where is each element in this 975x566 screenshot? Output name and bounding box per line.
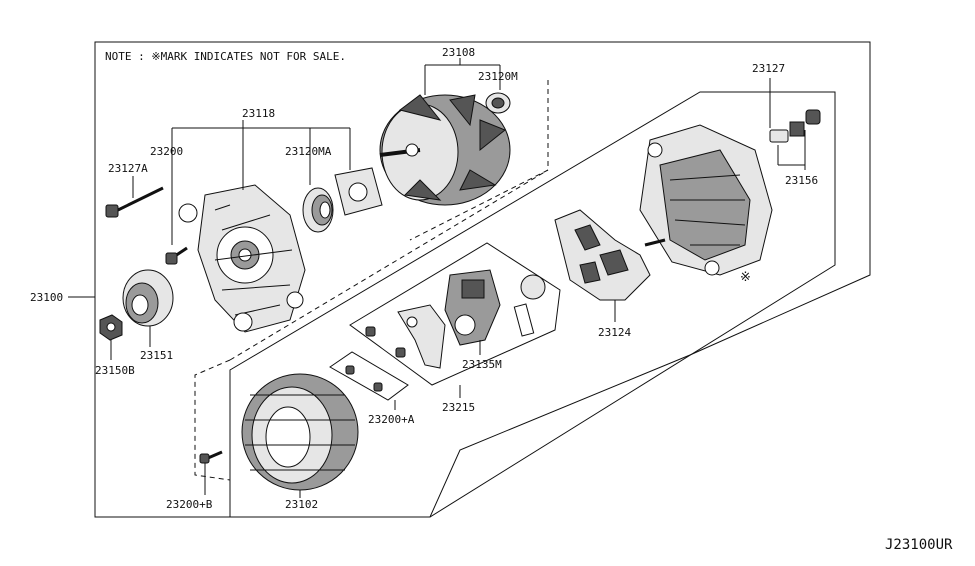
- rectifier-23124: [554, 209, 666, 301]
- rear-assembly-box: [229, 91, 836, 518]
- bolt-23200: [165, 246, 188, 265]
- label-23156: 23156: [785, 174, 818, 187]
- screws-23200a: [345, 365, 383, 392]
- pulley-23151: [122, 269, 174, 327]
- label-23118: 23118: [242, 107, 275, 120]
- leader-lines: [68, 58, 806, 498]
- regulator-23135m: [444, 269, 501, 346]
- label-23127: 23127: [752, 62, 785, 75]
- label-23200: 23200: [150, 145, 183, 158]
- label-23215: 23215: [442, 401, 475, 414]
- long-bolt-23127a: [105, 186, 164, 218]
- brush: [513, 274, 546, 337]
- front-bearing-23120ma: [302, 187, 334, 233]
- not-for-sale-mark: ※: [740, 270, 751, 285]
- label-23200b: 23200+B: [166, 498, 213, 511]
- screw-small-1: [365, 326, 406, 358]
- nut-23150b: [99, 314, 123, 341]
- retainer-plate: [334, 167, 383, 216]
- stator-dashed-line: [194, 359, 231, 481]
- rear-bearing-23120m: [485, 92, 511, 114]
- label-23120ma: 23120MA: [285, 145, 332, 158]
- label-23108: 23108: [442, 46, 475, 59]
- label-23127a: 23127A: [108, 162, 148, 175]
- label-23102: 23102: [285, 498, 318, 511]
- terminal-bolt-23156: [769, 109, 821, 143]
- brush-plate: [397, 304, 446, 369]
- diagram-frame: [94, 41, 871, 518]
- bottom-dashed-line: [229, 169, 549, 361]
- front-housing-23118: [178, 184, 306, 333]
- stator-23102: [241, 373, 359, 491]
- label-23151: 23151: [140, 349, 173, 362]
- regulator-group-box: [349, 242, 561, 386]
- screw-group-box: [329, 351, 409, 401]
- label-23124: 23124: [598, 326, 631, 339]
- label-23135m: 23135M: [462, 358, 502, 371]
- label-23100: 23100: [30, 291, 63, 304]
- screw-23200b: [199, 450, 223, 464]
- rear-housing-23127: [639, 124, 773, 276]
- label-23200a: 23200+A: [368, 413, 415, 426]
- note-text: NOTE : ※MARK INDICATES NOT FOR SALE.: [105, 50, 346, 63]
- label-23150b: 23150B: [95, 364, 135, 377]
- diagram-id: J23100UR: [885, 537, 953, 553]
- rotor-23108: [379, 94, 511, 206]
- label-23120m: 23120M: [478, 70, 518, 83]
